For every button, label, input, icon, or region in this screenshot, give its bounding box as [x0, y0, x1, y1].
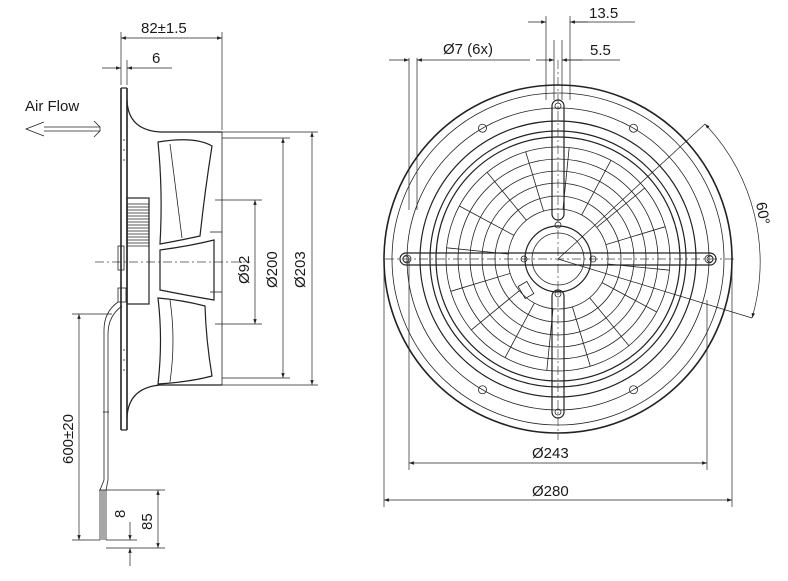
guard-ring [507, 208, 609, 310]
dim-slot-inner-label: 5.5 [590, 42, 611, 59]
dim-flange-thickness: 6 [102, 50, 172, 85]
guard-ring [457, 158, 659, 360]
guard-ring [481, 182, 635, 336]
dim-cable: 600±20 [60, 313, 112, 541]
dim-holes: Ø7 (6x) [389, 41, 530, 210]
dim-holes-label: Ø7 (6x) [443, 41, 493, 58]
dim-slot-outer: 13.5 [528, 5, 635, 100]
dim-slot-outer-label: 13.5 [589, 5, 618, 22]
guard-spoke [581, 160, 612, 216]
guard-spoke [605, 226, 666, 245]
dim-angle: 60° [557, 123, 773, 319]
dim-bolt-circle-label: Ø243 [532, 445, 569, 462]
dim-inlet-label: Ø200 [264, 251, 281, 288]
dim-depth-label: 82±1.5 [141, 20, 187, 37]
front-view: Ø7 (6x) 13.5 5.5 60° [383, 5, 773, 507]
air-flow-label: Air Flow [25, 98, 79, 115]
air-flow-arrow: Air Flow [24, 98, 101, 138]
guard-spoke [450, 273, 511, 292]
side-impeller [157, 139, 222, 385]
dim-bolt-circle: Ø243 [408, 259, 708, 470]
mounting-hole [629, 123, 638, 133]
side-motor [117, 197, 150, 305]
inlet-circle [419, 120, 697, 398]
dim-strip-short: 8 [106, 510, 137, 566]
side-cable [99, 301, 123, 540]
dim-slot-inner: 5.5 [536, 40, 620, 100]
guard-spoke [601, 282, 657, 313]
guard-spoke [572, 306, 591, 367]
side-view: Air Flow 82±1.5 6 Ø92 [24, 20, 318, 566]
dim-strip-long-label: 85 [139, 513, 156, 530]
side-flange [120, 87, 223, 431]
guard-spoke [525, 151, 544, 212]
guard-rings [429, 130, 687, 388]
guard-ring [429, 130, 687, 388]
guard-spoke [596, 187, 645, 228]
guard-spoke [589, 297, 630, 346]
dim-cable-label: 600±20 [60, 414, 77, 464]
guard-ring [494, 195, 622, 323]
mounting-hole [478, 385, 487, 395]
dim-outer: Ø203 [222, 131, 318, 386]
hub-circle [524, 225, 592, 293]
dim-flange-dia: Ø280 [383, 259, 733, 507]
guard-ring [445, 146, 671, 372]
guard-spoke [471, 290, 520, 331]
guard-ring [435, 136, 681, 382]
dim-flange-label: 6 [152, 50, 160, 67]
dim-flange-dia-label: Ø280 [532, 483, 569, 500]
guard-spokes [446, 147, 670, 371]
dim-depth: 82±1.5 [120, 20, 223, 130]
dim-strip-short-label: 8 [112, 510, 129, 518]
dim-inlet: Ø200 [222, 137, 290, 379]
hub-tab [517, 280, 535, 300]
guard-spoke [504, 302, 535, 358]
mounting-hole [478, 123, 487, 133]
guard-spoke [486, 172, 527, 221]
dim-hub-label: Ø92 [236, 256, 253, 284]
cross-strut-vertical [551, 99, 565, 419]
dim-strip-long: 85 [109, 489, 165, 549]
dim-outer-label: Ø203 [292, 251, 309, 288]
hub-inner-circle [531, 232, 585, 286]
dim-angle-label: 60° [752, 201, 773, 226]
mounting-hole [629, 385, 638, 395]
guard-spoke [459, 205, 515, 236]
guard-ring [469, 170, 647, 348]
dim-hub: Ø92 [215, 199, 262, 325]
